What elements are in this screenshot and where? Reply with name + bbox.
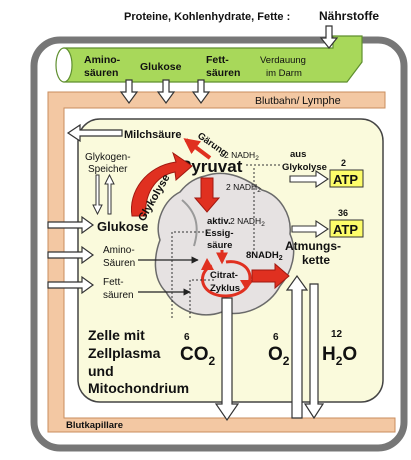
h2o-label: H2O <box>322 344 357 368</box>
active-line3: säure <box>207 240 232 251</box>
atp-count-glycolysis: 2 <box>341 158 346 168</box>
arrow-glycogen-up <box>104 173 115 215</box>
arrow-to-atp-chain <box>291 219 329 239</box>
cell-amino-line2: Säuren <box>103 258 135 269</box>
gut-fat-line2: säuren <box>206 67 240 79</box>
arrow-amino-in <box>47 245 95 265</box>
krebs-cycle-ring <box>201 260 252 298</box>
gut-digestion-line1: Verdauung <box>260 55 306 66</box>
krebs-cycle-head-right <box>240 280 254 290</box>
atp-label-glycolysis: ATP <box>333 172 358 187</box>
gut-fat-line1: Fett- <box>206 54 229 66</box>
arrow-to-atp-glycolysis <box>289 169 329 189</box>
cell-caption-line3: und <box>88 363 114 379</box>
nadh2-top: 2 NADH2 <box>224 150 259 162</box>
h2o-count: 12 <box>331 329 343 340</box>
active-line1: aktiv. <box>207 216 231 227</box>
krebs-to-chain-arrow <box>251 262 290 290</box>
cell-caption-line2: Zellplasma <box>88 345 161 361</box>
arrow-glucose-in <box>47 215 95 235</box>
gut-amino-line1: Amino- <box>84 54 121 66</box>
arrow-amino-to-blood <box>119 79 139 105</box>
nadh2-krebs: 2 NADH2 <box>230 216 265 228</box>
co2-count: 6 <box>184 332 190 343</box>
capillary-label: Blutkapillare <box>66 420 123 431</box>
krebs-cycle-head-left <box>201 258 214 270</box>
atp-box-chain <box>329 219 364 238</box>
nutrient-arrow-down <box>319 25 339 49</box>
co2-label: CO2 <box>180 344 216 368</box>
arrow-glycogen-down <box>92 174 103 216</box>
o2-label: O2 <box>268 344 290 368</box>
atp-box-glycolysis <box>329 169 364 188</box>
co2-arrow-down <box>214 297 240 422</box>
active-line2: Essig- <box>205 228 234 239</box>
glycogen-line1: Glykogen- <box>85 152 131 163</box>
pyruvate-label: Pyruvat <box>180 157 243 176</box>
chain-line1: Atmungs- <box>285 239 341 253</box>
co2-dotted-path-2 <box>189 279 214 318</box>
krebs-line1: Citrat- <box>210 270 238 281</box>
mitochondrion-crista <box>181 199 198 247</box>
gut-glucose: Glukose <box>140 61 182 73</box>
bloodstream-label-part2: Lymphe <box>302 95 341 107</box>
arrow-fat-to-blood <box>191 79 211 105</box>
co2-dotted-path <box>171 231 208 318</box>
nutrients-label: Nährstoffe <box>319 9 379 23</box>
lactic-acid-label: Milchsäure <box>124 129 181 141</box>
nutrients-prefix: Proteine, Kohlenhydrate, Fette : <box>124 11 290 23</box>
blood-band <box>47 91 396 433</box>
gut-tube <box>63 35 363 83</box>
arrow-lactic-acid-out <box>66 123 123 143</box>
glycogen-line2: Speicher <box>88 164 128 175</box>
atp-count-chain: 36 <box>338 208 348 218</box>
atp-label-chain: ATP <box>333 222 358 237</box>
from-glycolysis-line1: aus <box>290 149 306 160</box>
cell-fat-line1: Fett- <box>103 277 124 288</box>
gut-opening <box>55 47 73 83</box>
chain-line2: kette <box>302 253 330 267</box>
pyruvate-to-acetyl-arrow <box>193 177 221 213</box>
nadh8-label: 8NADH2 <box>246 250 283 262</box>
cell-caption-line4: Mitochondrium <box>88 380 189 396</box>
from-glycolysis-line2: Glykolyse <box>282 162 327 173</box>
cell-glucose-label: Glukose <box>97 219 148 234</box>
fermentation-arrow <box>183 138 212 160</box>
o2-count: 6 <box>273 332 279 343</box>
krebs-line2: Zyklus <box>210 283 240 294</box>
glycolysis-arrow <box>130 151 193 217</box>
cell-caption-line1: Zelle mit <box>88 327 145 343</box>
arrow-glucose-to-blood <box>156 79 176 105</box>
nadh2-mid: 2 NADH2 <box>226 182 261 194</box>
bloodstream-label-part1: Blutbahn/ <box>255 95 299 107</box>
gut-digestion-line2: im Darm <box>266 68 302 79</box>
cell-fat-line2: säuren <box>103 290 134 301</box>
gut-amino-line2: säuren <box>84 67 118 79</box>
h2o-arrow-down <box>303 283 325 420</box>
o2-arrow-up <box>285 274 309 419</box>
arrow-fat-in <box>47 275 95 295</box>
cell-amino-line1: Amino- <box>103 245 135 256</box>
